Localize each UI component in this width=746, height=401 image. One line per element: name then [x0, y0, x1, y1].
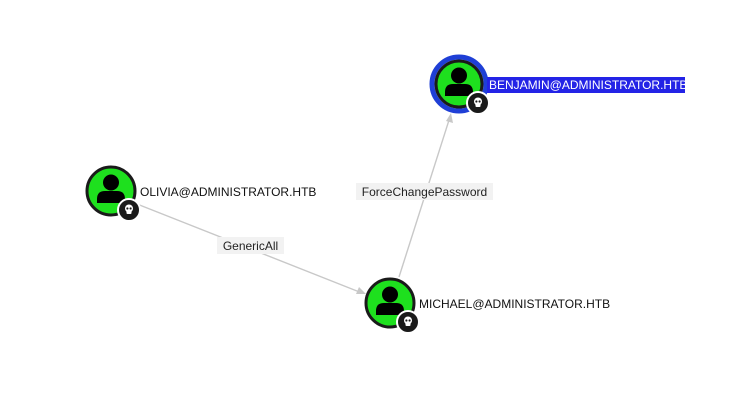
- arrowhead-icon: [356, 287, 366, 294]
- edge-label[interactable]: ForceChangePassword: [362, 185, 487, 199]
- edge-label-background: [217, 237, 284, 254]
- node-label[interactable]: OLIVIA@ADMINISTRATOR.HTB: [140, 185, 316, 199]
- node-label-highlight: [487, 77, 685, 93]
- skull-icon: [396, 310, 420, 334]
- user-icon: [97, 174, 125, 203]
- node-label[interactable]: MICHAEL@ADMINISTRATOR.HTB: [419, 297, 610, 311]
- skull-icon: [466, 91, 490, 115]
- user-icon: [445, 67, 473, 96]
- edge-label-background: [356, 183, 493, 200]
- arrowhead-icon: [446, 113, 453, 123]
- edge-olivia-to-michael[interactable]: GenericAll: [136, 203, 366, 294]
- node-label[interactable]: BENJAMIN@ADMINISTRATOR.HTB: [489, 78, 687, 92]
- user-icon: [376, 286, 404, 315]
- graph-node-michael[interactable]: MICHAEL@ADMINISTRATOR.HTB: [364, 277, 610, 334]
- graph-node-olivia[interactable]: OLIVIA@ADMINISTRATOR.HTB: [85, 165, 316, 222]
- graph-node-benjamin[interactable]: BENJAMIN@ADMINISTRATOR.HTB: [429, 54, 687, 115]
- edge-michael-to-benjamin[interactable]: ForceChangePassword: [356, 113, 493, 278]
- selection-ring: [429, 54, 489, 114]
- skull-icon: [117, 198, 141, 222]
- edge-label[interactable]: GenericAll: [223, 239, 278, 253]
